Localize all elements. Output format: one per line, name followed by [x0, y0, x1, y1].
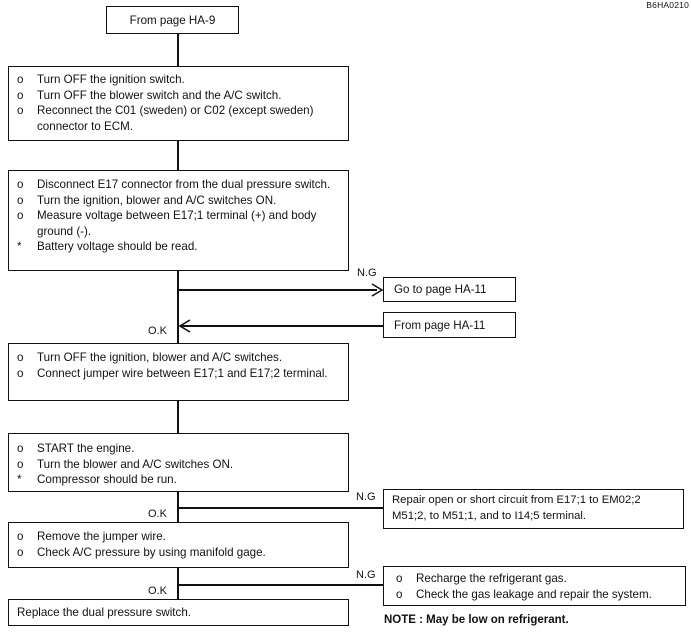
- step3-text: Connect jumper wire between E17;1 and E1…: [37, 366, 328, 380]
- start-label: From page HA-9: [129, 14, 216, 27]
- bullet: o: [17, 209, 24, 222]
- diagram-code: B6HA0210: [646, 0, 689, 10]
- ng1-label: N.G: [357, 267, 377, 279]
- bullet: o: [396, 572, 403, 585]
- from-ha11-box: From page HA-11: [383, 312, 516, 338]
- step2-box: o Disconnect E17 connector from the dual …: [8, 170, 349, 271]
- step4-text: START the engine.: [37, 442, 135, 455]
- step4-item: * Compressor should be run.: [17, 472, 340, 488]
- bullet: *: [17, 240, 22, 253]
- connector-start: [177, 34, 179, 66]
- final-box: Replace the dual pressure switch.: [8, 599, 349, 626]
- ng2-label: N.G: [356, 491, 376, 503]
- step3-text: Turn OFF the ignition, blower and A/C sw…: [37, 351, 283, 364]
- step3-box: o Turn OFF the ignition, blower and A/C s…: [8, 343, 349, 401]
- ok1-label: O.K: [148, 325, 167, 337]
- from-ha11-line: [180, 325, 383, 327]
- from-ha11-label: From page HA-11: [394, 319, 486, 332]
- repair-circuit-box: Repair open or short circuit from E17;1 …: [383, 489, 684, 529]
- step1-text: Turn OFF the ignition switch.: [37, 73, 185, 86]
- step1-text: Turn OFF the blower switch and the A/C s…: [37, 88, 282, 102]
- repair-circuit-label: Repair open or short circuit from E17;1 …: [392, 494, 641, 522]
- bullet: o: [17, 530, 24, 543]
- connector-5-final: [177, 568, 179, 599]
- ng2-line: [177, 507, 383, 509]
- step4-text: Turn the blower and A/C switches ON.: [37, 457, 234, 471]
- bullet: o: [396, 587, 403, 601]
- step2-text: Measure voltage between E17;1 terminal (…: [37, 209, 317, 238]
- start-box: From page HA-9: [106, 6, 239, 34]
- step4-text: Compressor should be run.: [37, 473, 177, 486]
- step2-item: o Disconnect E17 connector from the dual …: [17, 177, 340, 193]
- step4-item: o START the engine.: [17, 441, 340, 457]
- bullet: o: [17, 442, 24, 455]
- bullet: o: [17, 351, 24, 364]
- step2-item: o Turn the ignition, blower and A/C switc…: [17, 193, 340, 209]
- step5-text: Remove the jumper wire.: [37, 530, 166, 543]
- connector-2-3: [177, 271, 179, 343]
- recharge-item: o Check the gas leakage and repair the sy…: [396, 587, 679, 603]
- step2-text: Battery voltage should be read.: [37, 240, 198, 253]
- bullet: o: [17, 193, 24, 207]
- step1-text: Reconnect the C01 (sweden) or C02 (excep…: [37, 104, 314, 133]
- step5-item: o Check A/C pressure by using manifold ga…: [17, 545, 340, 561]
- recharge-text: Check the gas leakage and repair the sys…: [416, 587, 652, 601]
- arrow-right-icon: [371, 283, 384, 297]
- goto-ha11-box: Go to page HA-11: [383, 277, 516, 302]
- step3-item: o Connect jumper wire between E17;1 and E…: [17, 366, 340, 382]
- step2-text: Disconnect E17 connector from the dual p…: [37, 178, 331, 191]
- ng3-label: N.G: [356, 569, 376, 581]
- step5-item: o Remove the jumper wire.: [17, 529, 340, 545]
- step1-item: o Turn OFF the ignition switch.: [17, 72, 340, 88]
- bullet: *: [17, 473, 22, 486]
- goto-ha11-label: Go to page HA-11: [394, 283, 487, 296]
- recharge-item: o Recharge the refrigerant gas.: [396, 571, 679, 587]
- step3-item: o Turn OFF the ignition, blower and A/C s…: [17, 350, 340, 366]
- ok2-label: O.K: [148, 508, 167, 520]
- arrow-left-icon: [178, 319, 191, 333]
- step2-text: Turn the ignition, blower and A/C switch…: [37, 193, 277, 207]
- recharge-text: Recharge the refrigerant gas.: [416, 572, 567, 585]
- ng3-line: [177, 584, 383, 586]
- bullet: o: [17, 73, 24, 86]
- ok3-label: O.K: [148, 585, 167, 597]
- final-label: Replace the dual pressure switch.: [17, 606, 191, 619]
- connector-1-2: [177, 141, 179, 170]
- step4-item: o Turn the blower and A/C switches ON.: [17, 457, 340, 473]
- step1-item: o Reconnect the C01 (sweden) or C02 (exce…: [17, 103, 340, 134]
- step1-item: o Turn OFF the blower switch and the A/C …: [17, 88, 340, 104]
- connector-3-4: [177, 401, 179, 433]
- bullet: o: [17, 88, 24, 102]
- step5-text: Check A/C pressure by using manifold gag…: [37, 545, 266, 559]
- step2-item: o Measure voltage between E17;1 terminal …: [17, 208, 340, 239]
- note: NOTE : May be low on refrigerant.: [384, 614, 569, 626]
- bullet: o: [17, 457, 24, 471]
- bullet: o: [17, 178, 24, 191]
- step2-item: * Battery voltage should be read.: [17, 239, 340, 255]
- bullet: o: [17, 104, 24, 117]
- bullet: o: [17, 545, 24, 559]
- ng1-line: [177, 289, 377, 291]
- bullet: o: [17, 366, 24, 380]
